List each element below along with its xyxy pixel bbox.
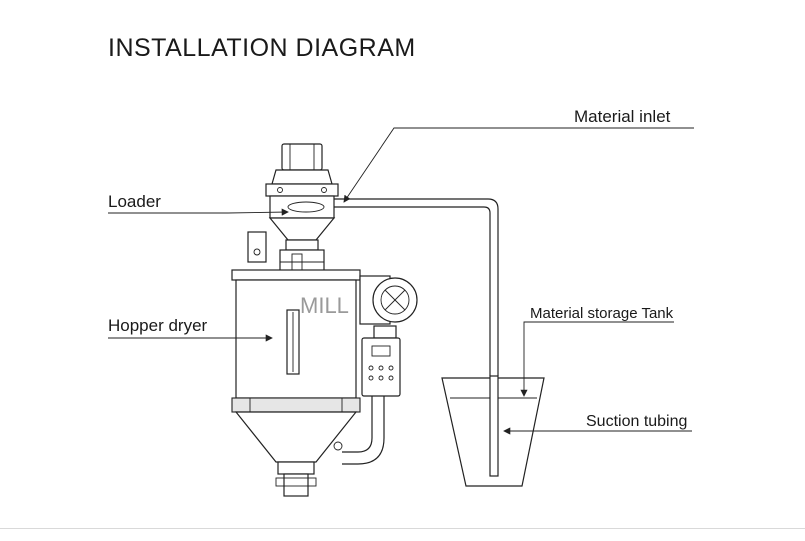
- label-hopper-dryer: Hopper dryer: [108, 316, 208, 335]
- label-material-storage-tank: Material storage Tank: [530, 305, 674, 322]
- label-loader: Loader: [108, 192, 161, 211]
- diagram-title: INSTALLATION DIAGRAM: [108, 34, 416, 62]
- bottom-divider: [0, 528, 805, 529]
- conveying-pipe: [334, 198, 499, 376]
- heater-pipe: [333, 396, 385, 465]
- leader-material-storage-tank: [520, 321, 674, 397]
- control-box: [361, 325, 401, 397]
- label-suction-tubing: Suction tubing: [586, 413, 687, 430]
- label-material-inlet: Material inlet: [574, 107, 671, 126]
- material-storage-tank: [441, 375, 545, 487]
- hopper-dryer: [231, 269, 361, 497]
- watermark: MILL: [300, 293, 349, 318]
- leader-material-inlet: [343, 127, 694, 203]
- blower-fan: [359, 275, 418, 325]
- hopper-bracket: [247, 231, 267, 263]
- leader-loader: [108, 208, 289, 216]
- loader-unit: [265, 143, 339, 277]
